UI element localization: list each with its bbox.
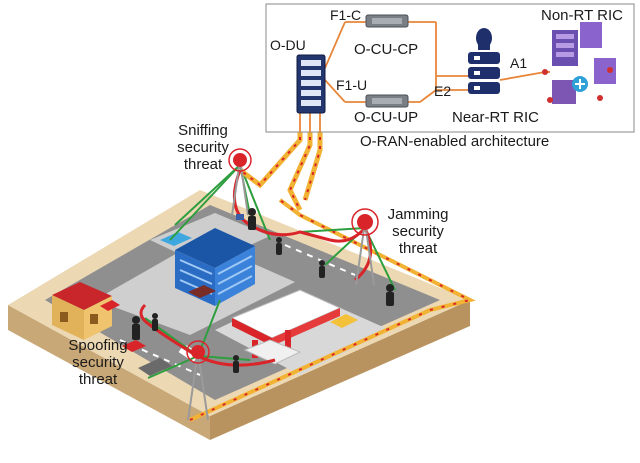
- o-cu-cp-unit: [365, 14, 409, 28]
- tower-sniffing: [228, 148, 252, 216]
- architecture-caption: O-RAN-enabled architecture: [360, 133, 550, 150]
- near-rt-ric-label: Near-RT RIC: [452, 109, 539, 126]
- o-du-label: O-DU: [270, 37, 306, 53]
- people: [132, 208, 394, 373]
- red-shop: [52, 282, 112, 340]
- tower-jamming: [351, 208, 379, 286]
- o-cu-up-label: O-CU-UP: [354, 109, 419, 126]
- gas-station: [230, 289, 342, 365]
- o-du-server-icon: [296, 54, 326, 114]
- spoofing-threat-label: Spoofing security threat: [68, 337, 128, 388]
- non-rt-ric-icon: [542, 22, 616, 104]
- oran-architecture-box: [265, 3, 635, 133]
- tower-spoofing: [186, 340, 210, 421]
- jamming-threat-label: Jamming security threat: [387, 206, 449, 257]
- o-cu-up-unit: [365, 94, 409, 108]
- f1-u-label: F1-U: [336, 77, 368, 93]
- non-rt-ric-label: Non-RT RIC: [541, 7, 623, 24]
- vehicles: [100, 232, 358, 376]
- laptop-icon: [236, 214, 244, 220]
- edge-fiber: [189, 198, 476, 422]
- e2-label: E2: [434, 83, 452, 99]
- f1-c-label: F1-C: [330, 7, 362, 23]
- sniffing-threat-label: Sniffing security threat: [177, 122, 229, 173]
- a1-label: A1: [510, 55, 528, 71]
- near-rt-ric-icon: [468, 28, 500, 94]
- blue-office-building: [175, 228, 255, 306]
- o-cu-cp-label: O-CU-CP: [354, 41, 419, 58]
